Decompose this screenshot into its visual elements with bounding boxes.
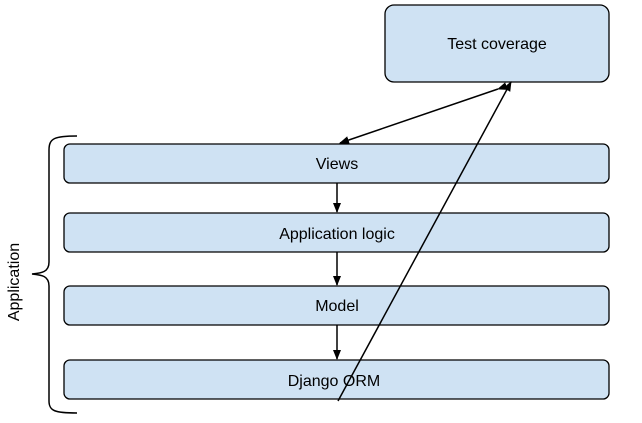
node-application-logic: Application logic: [63, 212, 610, 253]
node-django-orm-box: [63, 359, 610, 400]
application-group-brace: [31, 135, 78, 414]
node-test-coverage: Test coverage: [384, 4, 610, 83]
node-django-orm-label: Django ORM: [288, 373, 380, 390]
edge-test-coverage-views: [339, 82, 508, 144]
node-test-coverage-box: [384, 4, 610, 83]
node-application-logic-label: Application logic: [279, 226, 395, 243]
node-views-label: Views: [316, 156, 358, 173]
node-model: Model: [63, 285, 610, 326]
application-group-label: Application: [6, 243, 23, 321]
node-django-orm: Django ORM: [63, 359, 610, 400]
node-model-label: Model: [315, 298, 359, 315]
node-views: Views: [63, 143, 610, 184]
edge-django-orm-test-coverage: [337, 81, 512, 402]
node-test-coverage-label: Test coverage: [447, 36, 547, 53]
